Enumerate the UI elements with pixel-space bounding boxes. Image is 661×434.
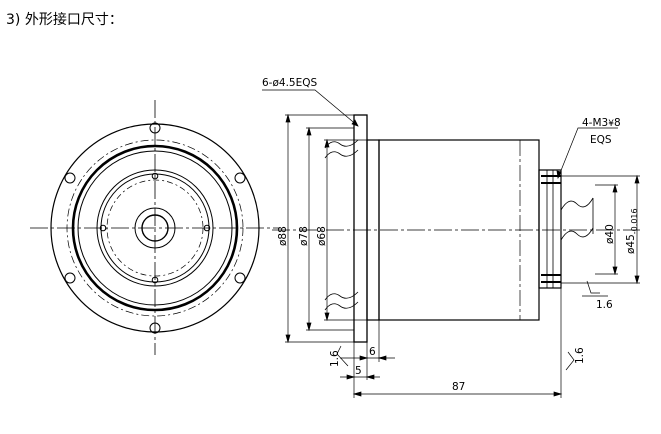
label-thread-eqs: EQS — [590, 134, 612, 146]
label-dim-5: 5 — [355, 365, 362, 377]
label-roughness-b: 1.6 — [596, 299, 613, 311]
label-dia-40: ø40 — [604, 224, 616, 244]
label-dim-87: 87 — [452, 381, 465, 393]
label-dia-88: ø88 — [277, 226, 289, 246]
label-dia-78: ø78 — [298, 226, 310, 246]
label-roughness-a: 1.6 — [329, 350, 341, 367]
front-view — [30, 100, 280, 355]
side-view — [272, 114, 640, 343]
dimension-lines — [262, 89, 640, 398]
section-heading: 3) 外形接口尺寸： — [6, 12, 123, 28]
label-thread-main: 4-M3¥8 — [582, 117, 621, 129]
label-roughness-c: 1.6 — [574, 347, 586, 364]
dimension-labels: 6-ø4.5EQS 4-M3¥8 EQS ø88 ø78 ø68 ø40 ø45… — [262, 77, 639, 393]
label-dia-68: ø68 — [316, 226, 328, 246]
label-dia-45: ø45-0.016 — [625, 208, 639, 254]
label-dim-6: 6 — [369, 346, 376, 358]
label-front-holes: 6-ø4.5EQS — [262, 77, 317, 89]
